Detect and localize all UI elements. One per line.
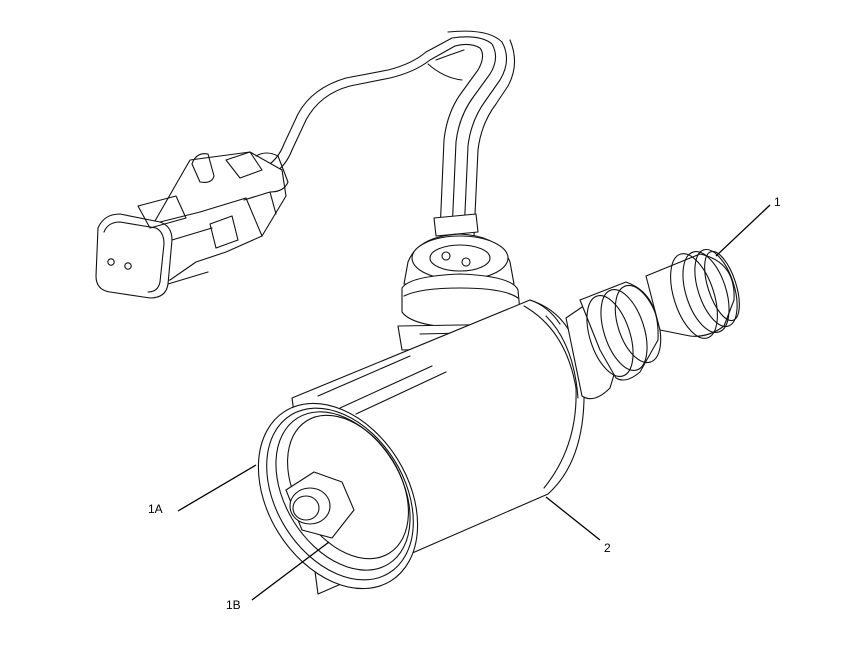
coil-housing bbox=[257, 299, 585, 595]
callout-label-1a: 1A bbox=[148, 502, 163, 516]
callout-1a: 1A bbox=[148, 464, 257, 516]
callout-2: 2 bbox=[545, 496, 611, 555]
electrical-connector bbox=[95, 151, 289, 299]
wire-harness bbox=[263, 30, 516, 237]
callout-1b: 1B bbox=[226, 541, 330, 612]
callout-label-1: 1 bbox=[774, 195, 781, 209]
callout-1: 1 bbox=[715, 195, 781, 257]
valve-cartridge bbox=[565, 249, 740, 400]
callout-label-1b: 1B bbox=[226, 598, 241, 612]
callout-label-2: 2 bbox=[604, 541, 611, 555]
